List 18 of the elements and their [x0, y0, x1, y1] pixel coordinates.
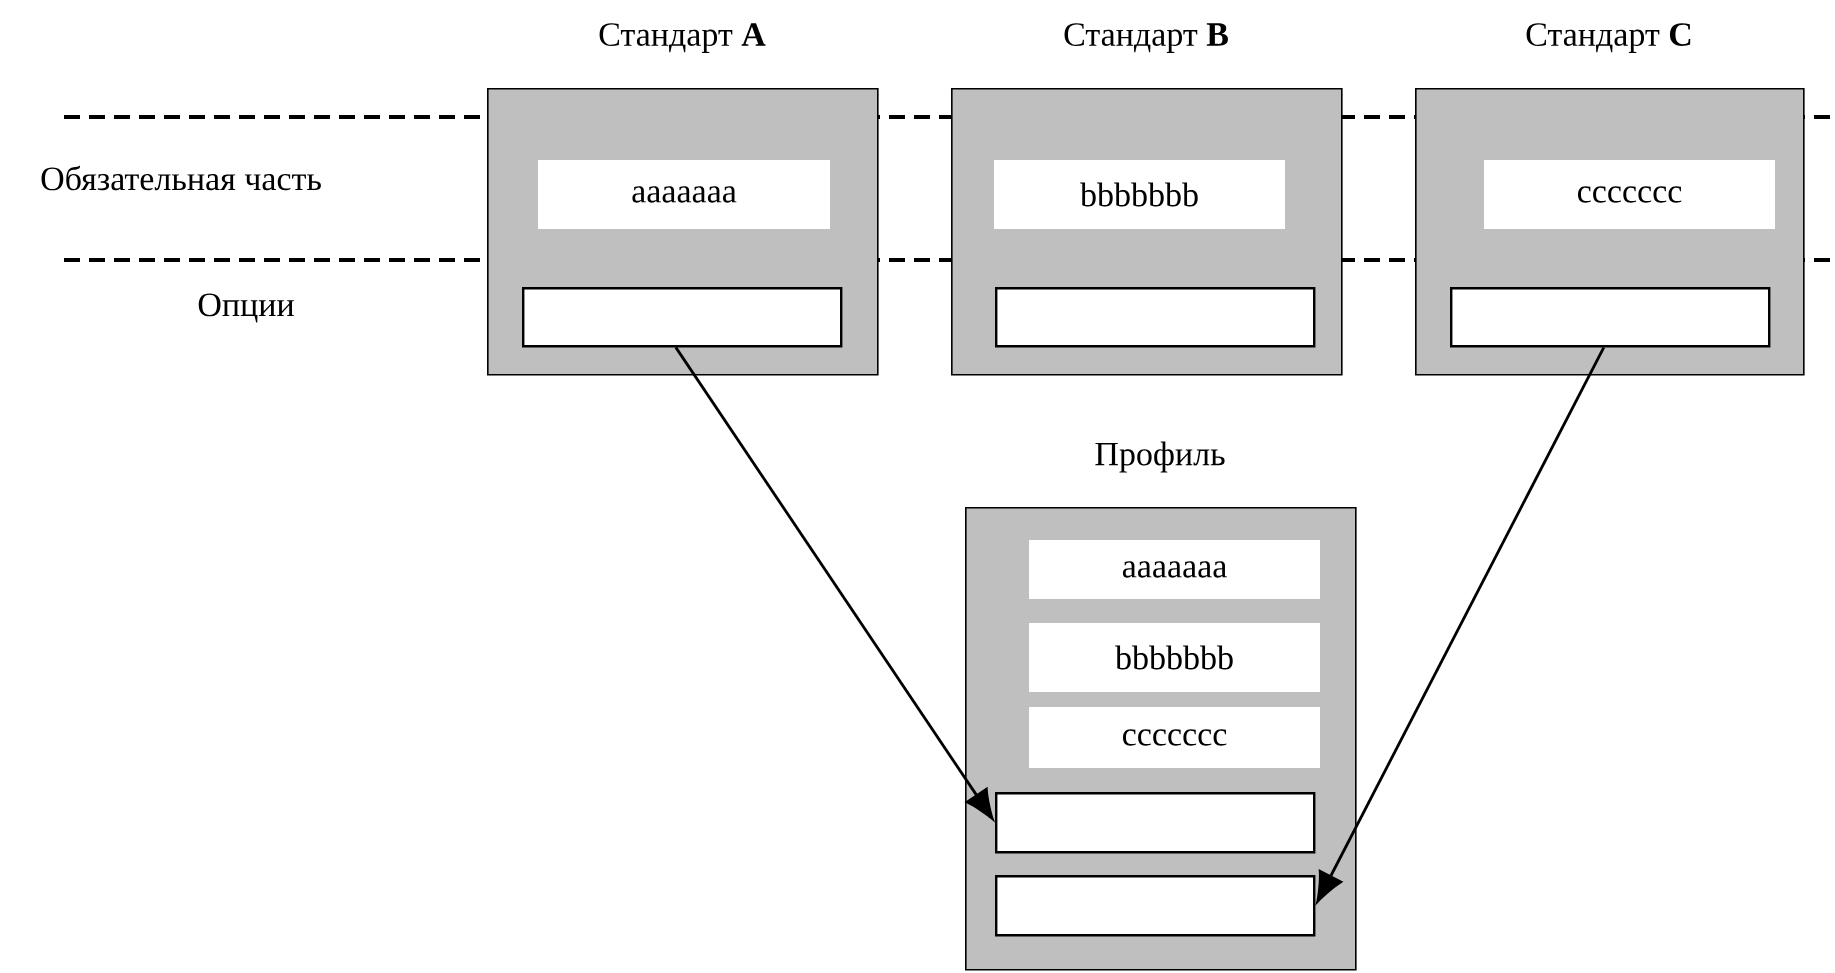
arrow [674, 346, 994, 820]
box-heading: Стандарт C [1526, 23, 1691, 53]
box-heading: Стандарт B [1064, 23, 1228, 53]
text-box: aaaaaaa [538, 160, 830, 229]
empty-box [995, 875, 1316, 937]
row-label: Опции [198, 293, 294, 323]
empty-box [522, 287, 843, 348]
empty-box [995, 287, 1316, 348]
box-heading: Стандарт A [599, 23, 766, 53]
text-box: aaaaaaa [1029, 540, 1320, 599]
text-box: ccccccc [1484, 160, 1775, 229]
text-box: bbbbbbb [1029, 623, 1320, 692]
text-box: bbbbbbb [994, 160, 1285, 229]
empty-box [1450, 287, 1771, 348]
empty-box [995, 792, 1316, 854]
text-box: ccccccc [1029, 707, 1320, 768]
row-label: Обязательная часть [41, 165, 321, 191]
box-heading: Профиль [1095, 441, 1225, 473]
